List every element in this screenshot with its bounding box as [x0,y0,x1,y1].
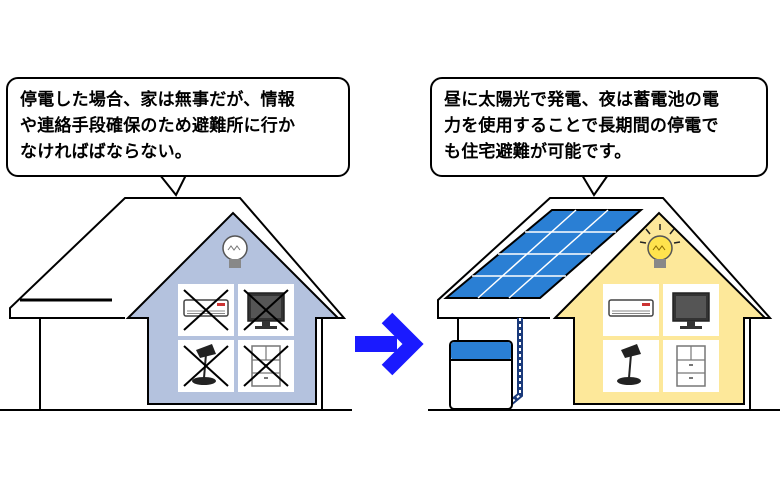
fridge-on-icon [663,340,719,392]
caption-line: なければばならない。 [20,142,192,162]
lightbulb-off-icon [222,235,248,268]
caption-bubble-after: 昼に太陽光で発電、夜は蓄電池の電 力を使用することで長期間の停電で も住宅避難が… [430,77,768,177]
caption-bubble-before: 停電した場合、家は無事だが、情報 や連絡手段確保のため避難所に行か なければばな… [6,77,350,177]
lamp-on-icon [603,340,659,392]
caption-line: も住宅避難が可能です。 [444,142,632,162]
aircon-off-icon [178,284,234,336]
fridge-off-icon [238,340,294,392]
bubble-tail-right [580,174,610,197]
before-scene [0,174,352,411]
battery-icon [449,340,513,410]
tv-on-icon [663,284,719,336]
appliance-grid-before [178,284,294,392]
solar-panel-icon [443,209,644,299]
after-scene [428,174,780,411]
appliance-grid-after [603,284,719,392]
lightbulb-on-icon [639,224,681,268]
arrow-icon [355,312,424,376]
caption-line: 昼に太陽光で発電、夜は蓄電池の電 [444,90,720,110]
aircon-on-icon [603,284,659,336]
caption-line: 停電した場合、家は無事だが、情報 [20,90,295,110]
lamp-off-icon [178,340,234,392]
tv-off-icon [238,284,294,336]
caption-line: 力を使用することで長期間の停電で [444,116,719,136]
bubble-tail-left [157,174,188,197]
caption-line: や連絡手段確保のため避難所に行か [20,116,296,136]
